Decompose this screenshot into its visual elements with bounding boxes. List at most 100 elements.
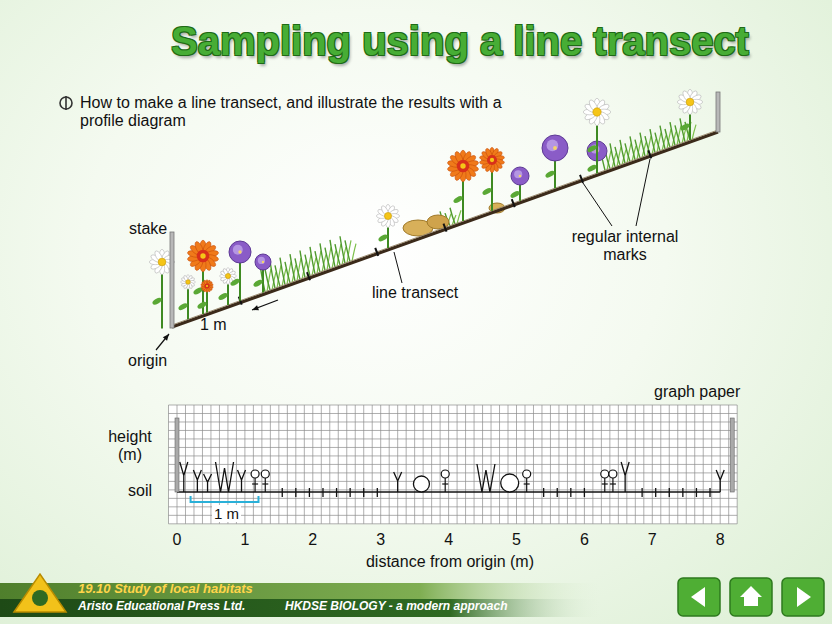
axis-number: 5 <box>502 531 532 549</box>
short-plant-symbol <box>696 488 697 497</box>
short-plant-symbol <box>349 488 350 497</box>
orange-centre <box>204 283 209 288</box>
bullet <box>60 97 72 109</box>
footer-text: Aristo Educational Press Ltd. <box>78 600 245 614</box>
purple-flower <box>229 241 251 263</box>
short-plant-symbol <box>682 488 683 497</box>
purple-flower <box>511 167 529 185</box>
grid-line <box>169 405 738 406</box>
grass <box>625 143 630 161</box>
short-plant-symbol <box>584 488 585 497</box>
logo <box>14 574 66 612</box>
grass <box>315 251 320 272</box>
orange-centre <box>457 160 470 173</box>
daisy-centre <box>593 108 601 116</box>
flower-symbol <box>265 478 266 492</box>
flower-symbol <box>526 478 527 492</box>
leaf <box>177 302 188 311</box>
grid-line <box>169 523 738 524</box>
grass-symbol <box>394 472 402 492</box>
grass <box>675 125 680 143</box>
leaf <box>151 297 162 306</box>
orange-centre <box>460 163 465 168</box>
leaf <box>217 292 228 301</box>
axis-number: 7 <box>637 531 667 549</box>
grass-symbol <box>238 470 246 492</box>
purple-flower <box>542 135 568 161</box>
flower-symbol <box>251 470 259 478</box>
nav-icon <box>797 587 811 607</box>
flower-symbol <box>609 470 617 478</box>
purple-flower <box>233 245 243 255</box>
grass <box>615 147 620 165</box>
axis-number: 8 <box>705 531 735 549</box>
dimension-arrow <box>252 305 259 310</box>
grid-line <box>169 464 738 465</box>
part-label: soil <box>128 482 152 500</box>
logo <box>32 590 48 606</box>
grid-line <box>169 489 738 490</box>
grass <box>340 236 345 263</box>
grass-symbol <box>716 470 724 492</box>
daisy-centre <box>225 273 230 278</box>
grass <box>280 258 285 285</box>
interval-mark <box>512 199 515 207</box>
grass <box>295 258 300 279</box>
daisy-centre <box>158 258 166 266</box>
leaf <box>481 187 492 196</box>
short-plant-symbol <box>669 488 670 497</box>
short-plant-symbol <box>363 488 364 497</box>
flower-symbol <box>612 478 613 492</box>
axis-title: height (m) <box>98 428 162 465</box>
grass <box>330 240 335 267</box>
leaf <box>252 279 263 288</box>
short-plant-symbol <box>295 488 296 497</box>
soil-line <box>177 491 720 492</box>
purple-flower <box>514 170 522 178</box>
flower-symbol <box>254 478 255 492</box>
stake <box>170 232 174 328</box>
grass <box>300 251 305 278</box>
orange-centre <box>200 253 205 258</box>
short-plant-symbol <box>336 488 337 497</box>
grass <box>320 243 325 270</box>
grass <box>660 126 665 149</box>
grass <box>640 133 645 156</box>
stone-symbol <box>501 474 519 492</box>
nav-button <box>782 578 824 616</box>
leaf <box>452 195 463 204</box>
nav-button <box>678 578 720 616</box>
grass <box>352 244 356 262</box>
axis-number: 1 <box>230 531 260 549</box>
grid-line <box>169 481 738 482</box>
slide-title: Sampling using a line transect <box>90 18 830 64</box>
grass <box>630 136 635 159</box>
short-plant-symbol <box>557 488 558 497</box>
axis-title: distance from origin (m) <box>300 553 600 571</box>
short-plant-symbol <box>377 488 378 497</box>
grid-line <box>169 438 738 439</box>
purple-flower <box>255 254 271 270</box>
grass <box>655 133 660 151</box>
grid-line <box>169 421 738 422</box>
leaf <box>377 233 388 242</box>
leaf <box>509 190 520 199</box>
flower-symbol <box>524 483 530 484</box>
part-label: graph paper <box>654 383 740 401</box>
line-transect <box>172 132 718 327</box>
short-plant-symbol <box>322 488 323 497</box>
bullet-text: How to make a line transect, and illustr… <box>80 94 530 131</box>
footer-text: 19.10 Study of local habitats <box>78 582 253 597</box>
dimension-arrow <box>252 300 278 310</box>
grass <box>285 262 290 283</box>
grid-line <box>169 515 738 516</box>
grid-line <box>169 506 738 507</box>
dimension-label: 1 m <box>200 316 227 334</box>
daisy-centre <box>186 280 190 284</box>
scale-bracket <box>191 496 259 502</box>
orange-centre <box>206 285 208 287</box>
stone-symbol <box>413 476 429 492</box>
axis-number: 3 <box>366 531 396 549</box>
leader-line <box>583 183 612 226</box>
grass <box>275 265 280 286</box>
